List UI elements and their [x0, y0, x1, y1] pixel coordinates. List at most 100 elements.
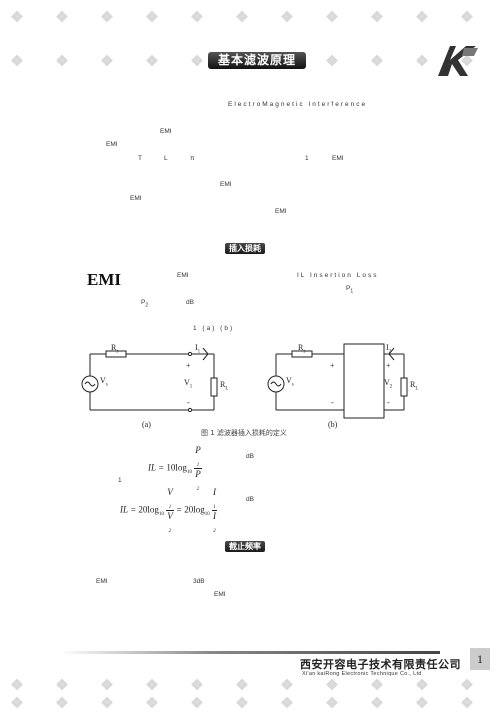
company-name-en: Xi'an kaiRong Electronic Technique Co., … [302, 671, 422, 677]
company-name-cn: 西安开容电子技术有限责任公司 [300, 658, 461, 671]
watermark-mark: ❖ [190, 8, 204, 26]
label-vs-a: Vs [100, 376, 108, 388]
watermark-mark: ❖ [100, 8, 114, 26]
label-vs-b: Vs [286, 376, 294, 388]
label-rs-a: Rs [111, 343, 119, 355]
intro-line-6: EMI [275, 208, 287, 215]
watermark-mark: ❖ [415, 52, 429, 70]
cutoff-line-1-b: 3dB [193, 578, 205, 585]
insertion-loss-badge: 插入损耗 [225, 243, 265, 254]
watermark-mark: ❖ [325, 676, 339, 694]
watermark-mark: ❖ [190, 676, 204, 694]
watermark-mark: ❖ [415, 694, 429, 712]
formula-1-unit: dB [246, 453, 254, 460]
insertion-line-1-c: P1 [346, 285, 354, 295]
intro-line-1: EMI [160, 128, 172, 135]
watermark-mark: ❖ [55, 676, 69, 694]
insertion-line-1-a: EMI [177, 272, 189, 279]
watermark-mark: ❖ [100, 694, 114, 712]
page-number: 1 [470, 648, 490, 670]
insertion-line-2-b: dB [186, 299, 194, 306]
circuit-diagram [81, 343, 408, 419]
label-rl-b: RL [410, 380, 419, 392]
insertion-big-label: EMI [87, 270, 121, 289]
label-plus-b-right: + [386, 361, 391, 370]
watermark-mark: ❖ [10, 676, 24, 694]
watermark-mark: ❖ [370, 8, 384, 26]
insertion-line-2-a: P2 [141, 299, 149, 309]
footer-bar [60, 651, 440, 654]
watermark-mark: ❖ [415, 8, 429, 26]
watermark-mark: ❖ [280, 694, 294, 712]
watermark-mark: ❖ [145, 52, 159, 70]
circuit-a [81, 347, 218, 413]
watermark-mark: ❖ [145, 8, 159, 26]
watermark-mark: ❖ [460, 8, 474, 26]
watermark-mark: ❖ [145, 694, 159, 712]
watermark-mark: ❖ [10, 694, 24, 712]
intro-term-en: ElectroMagnetic Interference [228, 101, 368, 108]
watermark-mark: ❖ [235, 694, 249, 712]
label-i2: I2 [386, 343, 392, 355]
filter-box [343, 343, 385, 419]
intro-line-3-a: T [138, 155, 142, 162]
cutoff-frequency-badge: 截止频率 [225, 541, 265, 552]
header-title: 基本滤波原理 [218, 53, 297, 67]
label-v2: V2 [384, 378, 393, 390]
watermark-mark: ❖ [460, 694, 474, 712]
label-minus-b-left: - [331, 398, 334, 407]
watermark-mark: ❖ [325, 694, 339, 712]
watermark-mark: ❖ [100, 52, 114, 70]
watermark-mark: ❖ [370, 52, 384, 70]
intro-line-2: EMI [106, 141, 118, 148]
intro-line-5: EMI [130, 195, 142, 202]
filter-circuit-figure: Rs I1 Vs + V1 - RL (a) Rs I2 Vs + + V2 -… [80, 340, 420, 436]
watermark-mark: ❖ [235, 8, 249, 26]
header-title-badge: 基本滤波原理 [208, 52, 307, 69]
watermark-mark: ❖ [325, 8, 339, 26]
intro-line-3-d: 1 [305, 155, 309, 162]
watermark-mark: ❖ [190, 694, 204, 712]
intro-line-3-e: EMI [332, 155, 344, 162]
cutoff-line-1-a: EMI [96, 578, 108, 585]
watermark-mark: ❖ [370, 676, 384, 694]
watermark-mark: ❖ [370, 694, 384, 712]
company-logo [432, 42, 480, 78]
label-plus-b-left: + [330, 361, 335, 370]
label-i1: I1 [195, 343, 201, 355]
insertion-line-1-b: IL Insertion Loss [297, 272, 379, 279]
watermark-mark: ❖ [460, 52, 474, 70]
intro-line-3-c: π [190, 155, 195, 162]
current-arrow-b [388, 347, 395, 361]
formula-2-unit: dB [246, 496, 254, 503]
load-resistor-a [210, 377, 218, 397]
watermark-mark: ❖ [10, 52, 24, 70]
label-minus-a: - [187, 398, 190, 407]
watermark-mark: ❖ [280, 676, 294, 694]
load-resistor-b [400, 377, 408, 397]
circuit-b [267, 343, 408, 419]
watermark-mark: ❖ [10, 8, 24, 26]
label-b: (b) [328, 420, 338, 429]
label-v1: V1 [184, 378, 193, 390]
watermark-mark: ❖ [55, 8, 69, 26]
label-plus-a: + [186, 361, 191, 370]
cutoff-line-2: EMI [214, 591, 226, 598]
watermark-mark: ❖ [100, 676, 114, 694]
formula-between-text: 1 [118, 477, 122, 484]
watermark-mark: ❖ [460, 676, 474, 694]
label-rl-a: RL [220, 380, 229, 392]
watermark-mark: ❖ [55, 52, 69, 70]
intro-line-3-b: L [164, 155, 168, 162]
logo-icon [438, 46, 478, 76]
watermark-mark: ❖ [145, 676, 159, 694]
watermark-mark: ❖ [235, 676, 249, 694]
label-minus-b-right: - [387, 398, 390, 407]
watermark-mark: ❖ [415, 676, 429, 694]
watermark-mark: ❖ [190, 52, 204, 70]
watermark-mark: ❖ [280, 8, 294, 26]
